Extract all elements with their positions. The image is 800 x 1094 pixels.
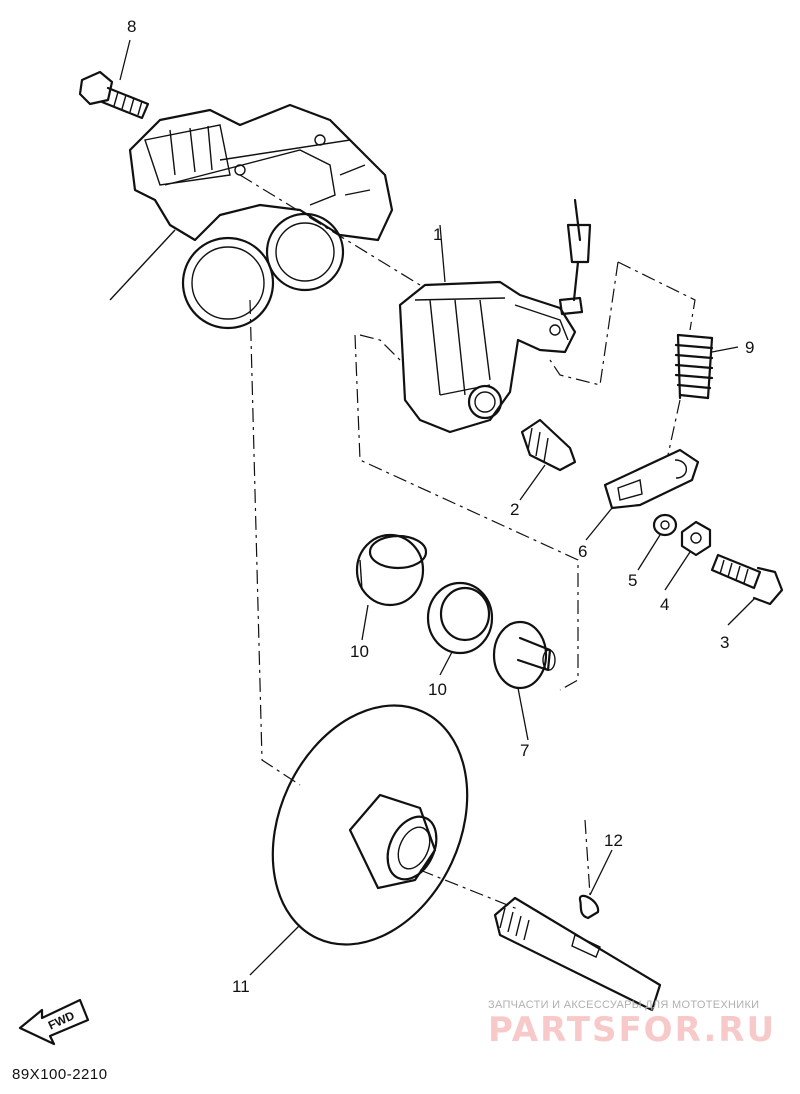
leader-lines — [119, 39, 756, 976]
assembly-lines — [239, 174, 696, 911]
callout-4: 4 — [660, 595, 669, 614]
callout-5: 5 — [628, 571, 637, 590]
fwd-label: FWD — [46, 1008, 77, 1032]
diagram-code: 89X100-2210 — [12, 1066, 108, 1083]
bolt-8 — [78, 70, 150, 120]
watermark-logo: PARTSFOR.RU — [488, 1010, 777, 1050]
seal-10-a — [355, 533, 428, 607]
callout-9: 9 — [745, 338, 754, 357]
cable — [558, 198, 592, 316]
shaft — [493, 896, 662, 1012]
callout-6: 6 — [578, 542, 587, 561]
lever-6 — [603, 448, 700, 510]
pulley-11 — [271, 704, 469, 946]
callout-10-b: 10 — [428, 680, 447, 699]
callout-12: 12 — [604, 831, 623, 850]
callout-8: 8 — [127, 17, 136, 36]
washer-5 — [652, 513, 678, 537]
seal-10-b — [426, 581, 494, 655]
valve-housing-1 — [398, 280, 577, 434]
callout-1: 1 — [433, 225, 442, 244]
callout-2: 2 — [510, 500, 519, 519]
fwd-arrow: FWD — [18, 998, 90, 1046]
callout-labels: 8 1 9 2 6 5 4 3 10 10 7 12 11 — [127, 17, 754, 996]
key-12 — [578, 894, 600, 920]
bolt-3 — [710, 553, 784, 606]
valve-plate-7 — [492, 620, 556, 690]
callout-3: 3 — [720, 633, 729, 652]
nut-4 — [680, 520, 712, 557]
engine-case — [109, 103, 394, 330]
callout-10-a: 10 — [350, 642, 369, 661]
callout-7: 7 — [520, 741, 529, 760]
spring-9 — [674, 333, 714, 400]
watermark-caption: ЗАПЧАСТИ И АКСЕССУАРЫ ДЛЯ МОТОТЕХНИКИ — [488, 999, 760, 1011]
callout-11: 11 — [232, 977, 250, 996]
valve-shaft-2 — [520, 418, 577, 472]
